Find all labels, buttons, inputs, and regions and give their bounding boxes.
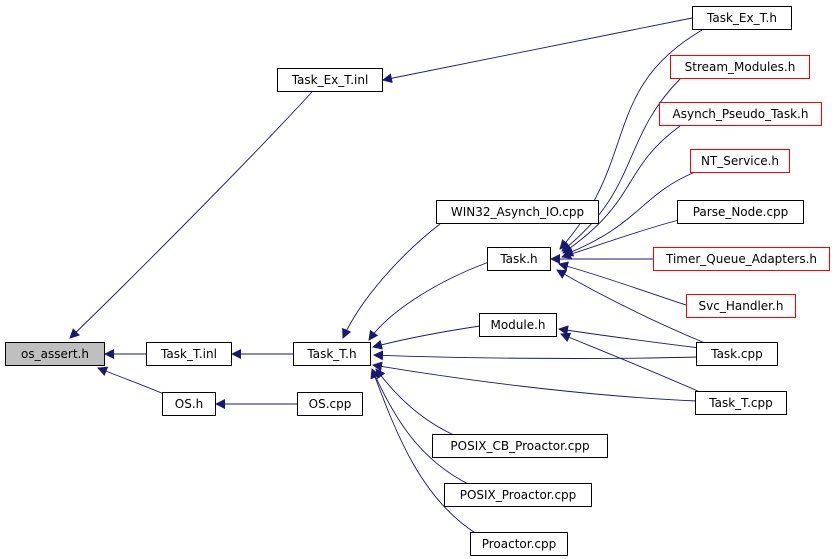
node-task-cpp[interactable]: Task.cpp: [696, 342, 778, 366]
node-task-ex-t-inl[interactable]: Task_Ex_T.inl: [277, 68, 383, 92]
node-svc-handler[interactable]: Svc_Handler.h: [686, 294, 796, 318]
edge-posix_proactor-to-task_t_h: [371, 368, 471, 486]
node-os-h[interactable]: OS.h: [162, 392, 216, 416]
node-task-t-inl[interactable]: Task_T.inl: [146, 342, 232, 366]
node-task-t-cpp[interactable]: Task_T.cpp: [695, 391, 787, 415]
edge-proactor_cpp-to-task_t_h: [370, 368, 481, 537]
edge-posix_cb-to-task_t_h: [375, 368, 457, 437]
edge-task_cpp-to-module_h: [558, 325, 701, 349]
edge-task_h-to-task_t_h: [368, 261, 490, 341]
edge-stream_modules-to-task_h: [561, 78, 681, 252]
node-nt-service[interactable]: NT_Service.h: [690, 149, 790, 173]
edge-task_ex_t_h-to-task_ex_t_inl: [382, 17, 693, 84]
edge-module_h-to-task_t_h: [372, 325, 481, 350]
edge-nt_service-to-task_h: [563, 171, 696, 257]
edge-task_cpp-to-task_h: [556, 269, 706, 344]
node-module-h[interactable]: Module.h: [479, 313, 557, 337]
node-posix-proactor[interactable]: POSIX_Proactor.cpp: [444, 483, 592, 507]
edge-task_t_cpp-to-task_t_h: [372, 361, 698, 402]
edge-win32_asynch-to-task_t_h: [342, 223, 441, 339]
node-asynch-pseudo[interactable]: Asynch_Pseudo_Task.h: [659, 102, 822, 126]
edge-asynch_pseudo-to-task_h: [562, 125, 681, 254]
node-stream-modules[interactable]: Stream_Modules.h: [670, 55, 810, 79]
node-os-assert: os_assert.h: [5, 342, 105, 366]
edge-task_ex_t_inl-to-os_assert: [69, 91, 313, 339]
node-os-cpp[interactable]: OS.cpp: [297, 392, 363, 416]
edge-svc_handler-to-task_h: [558, 261, 690, 307]
edge-task_cpp-to-task_t_h: [373, 350, 699, 361]
edge-parse_node-to-task_h: [561, 219, 680, 260]
node-win32-asynch[interactable]: WIN32_Asynch_IO.cpp: [436, 200, 599, 224]
node-parse-node[interactable]: Parse_Node.cpp: [677, 200, 804, 224]
node-posix-cb[interactable]: POSIX_CB_Proactor.cpp: [432, 434, 608, 458]
edge-os_h-to-os_assert: [97, 366, 165, 395]
node-timer-queue[interactable]: Timer_Queue_Adapters.h: [653, 247, 830, 271]
node-task-t-h[interactable]: Task_T.h: [293, 342, 371, 366]
node-proactor-cpp[interactable]: Proactor.cpp: [470, 532, 568, 556]
node-task-ex-t-h[interactable]: Task_Ex_T.h: [692, 6, 792, 30]
edge-task_t_cpp-to-module_h: [560, 332, 701, 393]
node-task-h[interactable]: Task.h: [487, 247, 551, 271]
